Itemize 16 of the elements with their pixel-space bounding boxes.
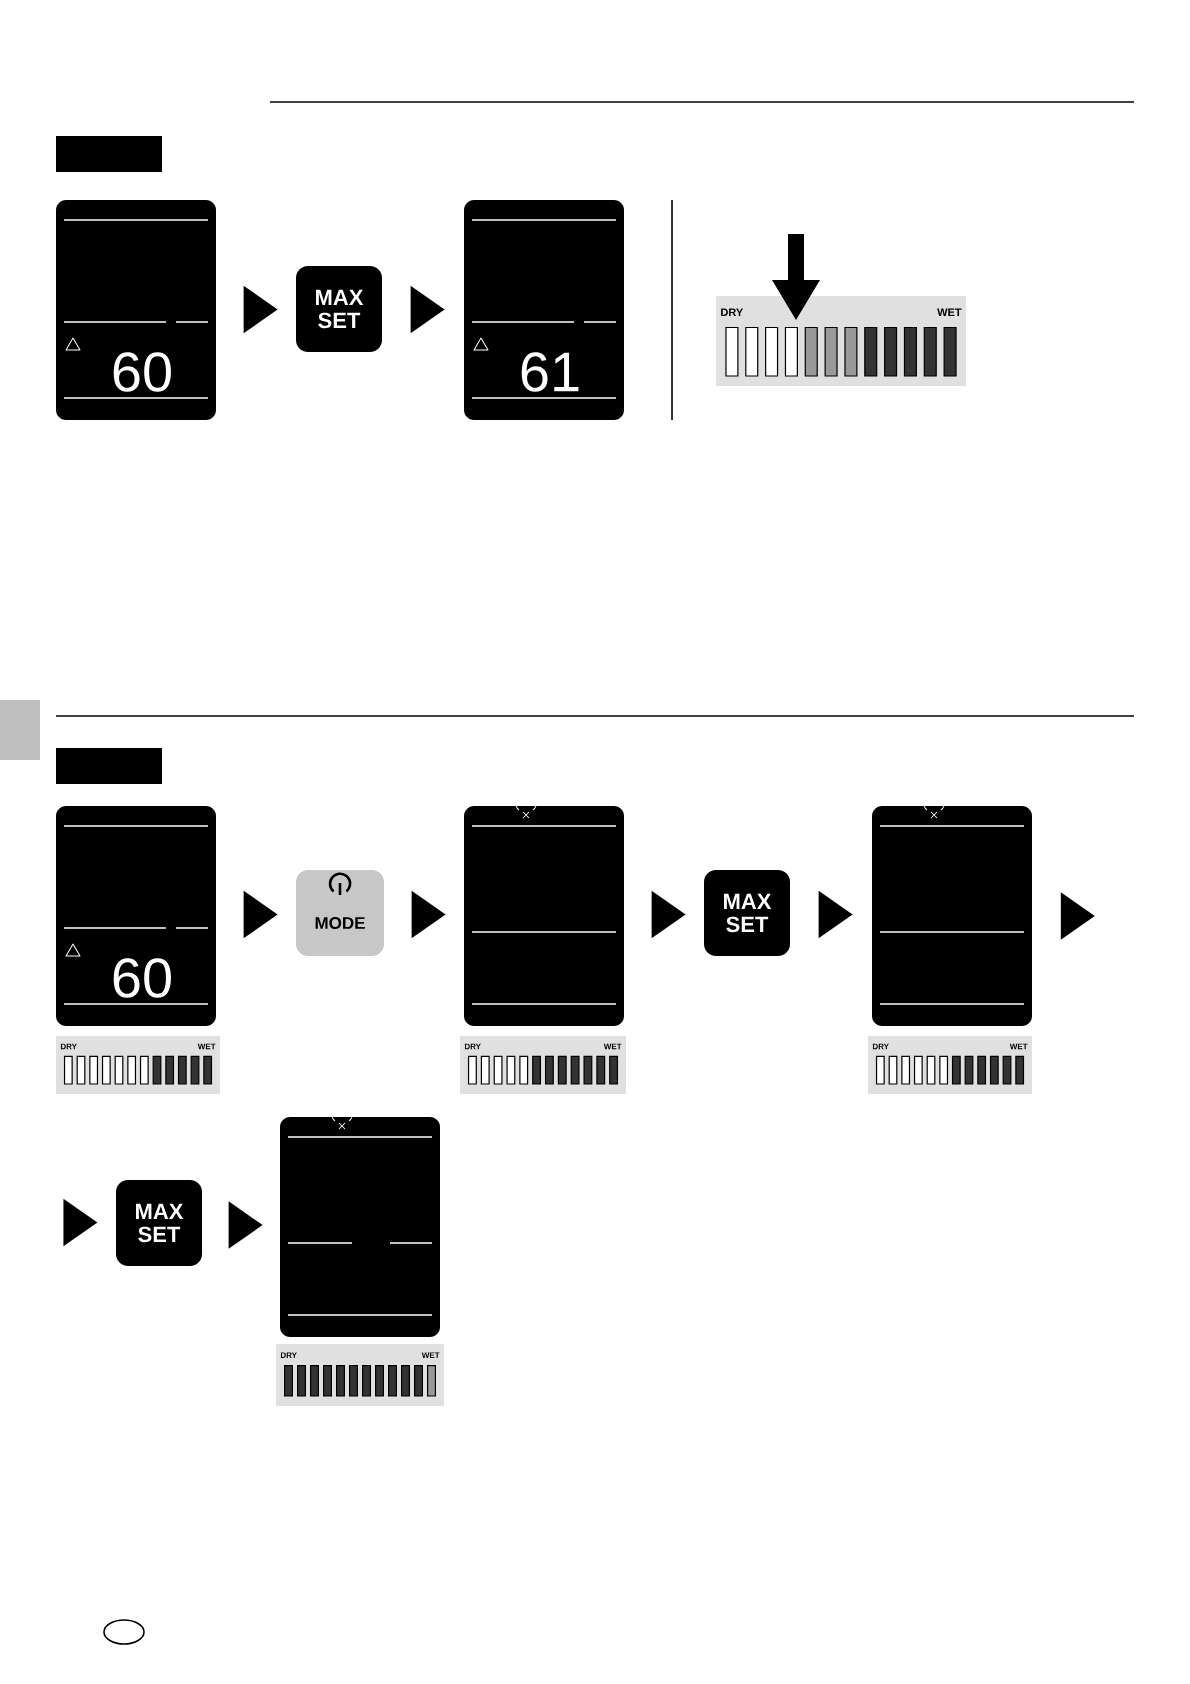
lcd-display: 60 — [56, 806, 216, 1026]
chevron-arrow — [411, 890, 446, 939]
push-button: MAX SET — [704, 870, 790, 956]
chevron-arrow — [243, 285, 278, 334]
lcd-display: 60 — [56, 200, 216, 420]
push-button: MODE — [296, 870, 384, 956]
push-button: MAX SET — [116, 1180, 202, 1266]
push-button: MAX SET — [296, 266, 382, 352]
lcd-display: 61 — [464, 200, 624, 420]
chevron-arrow — [651, 890, 686, 939]
chevron-arrow — [1060, 892, 1095, 940]
chevron-arrow — [410, 285, 445, 334]
chevron-arrow — [243, 890, 278, 939]
chevron-arrow — [228, 1201, 263, 1249]
chevron-arrow — [818, 890, 853, 939]
chevron-arrow — [63, 1198, 98, 1247]
